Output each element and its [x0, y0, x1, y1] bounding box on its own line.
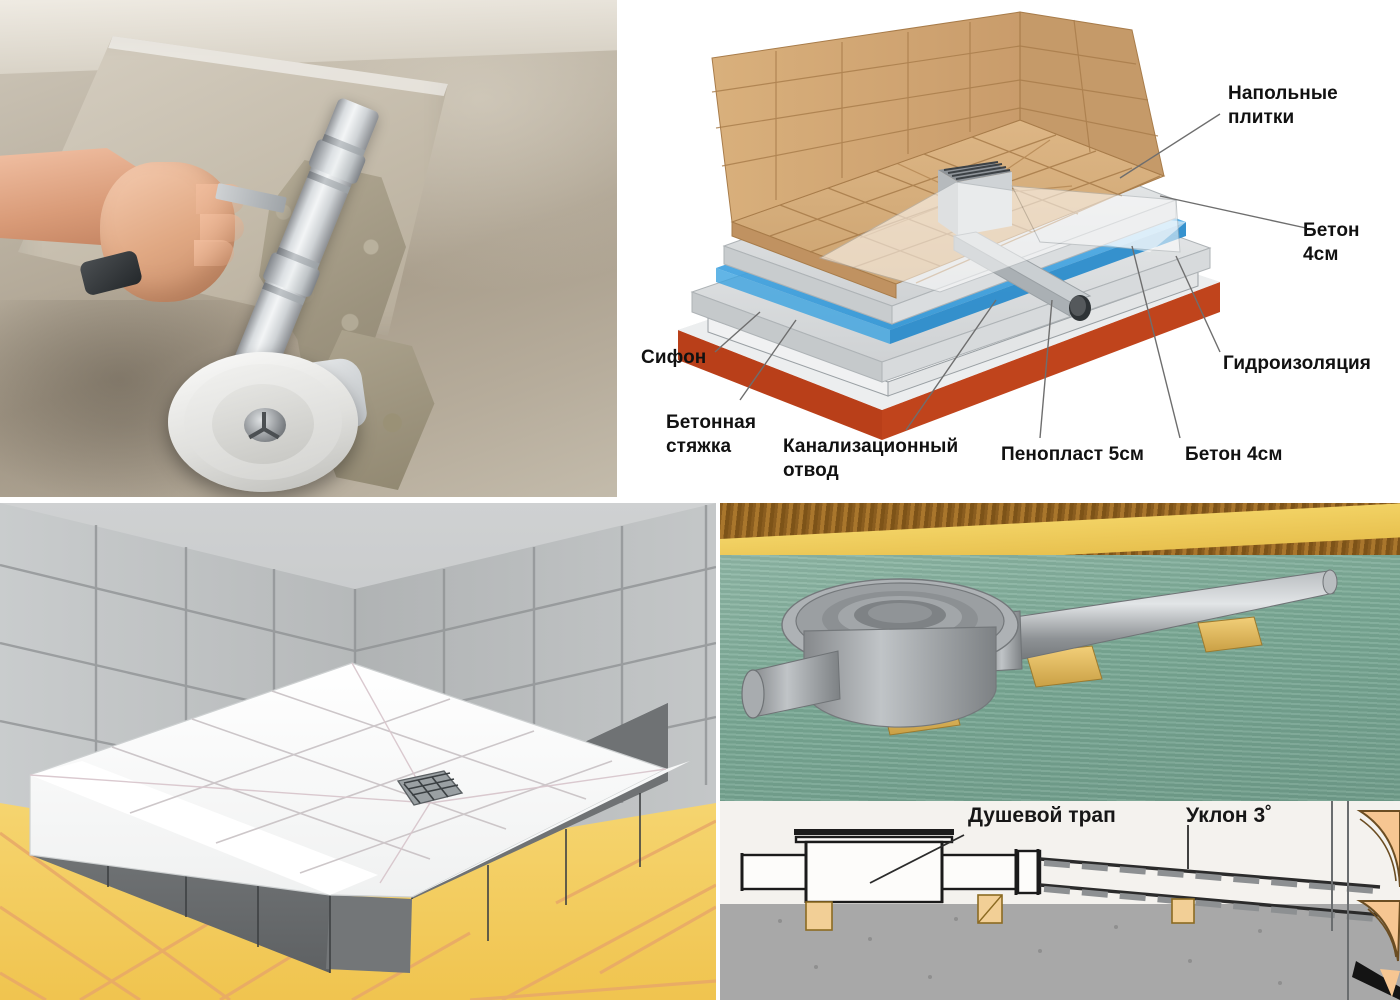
diagram-label-waterproofing: Гидроизоляция	[1223, 353, 1371, 374]
trap-body	[781, 578, 1019, 728]
diagram-label-siphon: Сифон	[641, 347, 707, 368]
leader-lines	[714, 113, 1307, 439]
section-label-shower-drain: Душевой трап	[968, 804, 1116, 827]
diagram-label-foam: Пенопласт 5см	[1001, 444, 1145, 465]
slope-guide-planes	[818, 181, 1181, 293]
layer-diagram-svg	[678, 11, 1307, 440]
floor-siphon	[168, 352, 358, 492]
diagram-label-sewer-outlet: Канализационный отвод	[783, 436, 959, 482]
section-trap	[740, 829, 1042, 904]
side-outlet-pipe	[741, 650, 841, 719]
diagram-label-concrete-top: Бетон 4см	[1303, 220, 1360, 266]
panel-layer-diagram: Напольные плитки Бетон 4см Гидроизоляция…	[620, 0, 1400, 497]
section-drawing-svg	[740, 801, 1400, 1000]
drain-section-drawing: Душевой трап Уклон 3˚	[720, 801, 1400, 1000]
panel-drain-render: Душевой трап Уклон 3˚	[720, 503, 1400, 1000]
tray-drain-grate	[396, 770, 464, 806]
section-pipe-dashes	[1043, 860, 1377, 922]
section-flanges	[740, 841, 1040, 903]
section-battens	[805, 894, 1195, 931]
shower-tray-svg	[0, 503, 716, 1000]
panel-photo-screed	[0, 0, 617, 497]
tray-top-surface	[29, 662, 690, 898]
section-sloped-pipe	[1039, 857, 1381, 917]
diagram-label-concrete-bottom: Бетон 4см	[1185, 444, 1283, 465]
panel-shower-tray	[0, 503, 716, 1000]
section-concrete-speckles	[778, 917, 1282, 985]
concrete-slab-section	[720, 904, 1400, 1000]
section-leader-lines	[869, 825, 1189, 884]
worker-hand	[0, 140, 287, 320]
section-right-wedge	[1331, 801, 1400, 1000]
layer-diagram-graphic: Напольные плитки Бетон 4см Гидроизоляция…	[620, 0, 1400, 497]
drain-assembly-svg	[741, 569, 1338, 736]
diagram-label-concrete-screed: Бетонная стяжка	[666, 412, 757, 458]
drain-3d-render	[720, 503, 1400, 801]
section-label-slope: Уклон 3˚	[1186, 804, 1273, 827]
diagram-label-floor-tiles: Напольные плитки	[1228, 83, 1338, 129]
tiled-wall	[711, 11, 1165, 223]
